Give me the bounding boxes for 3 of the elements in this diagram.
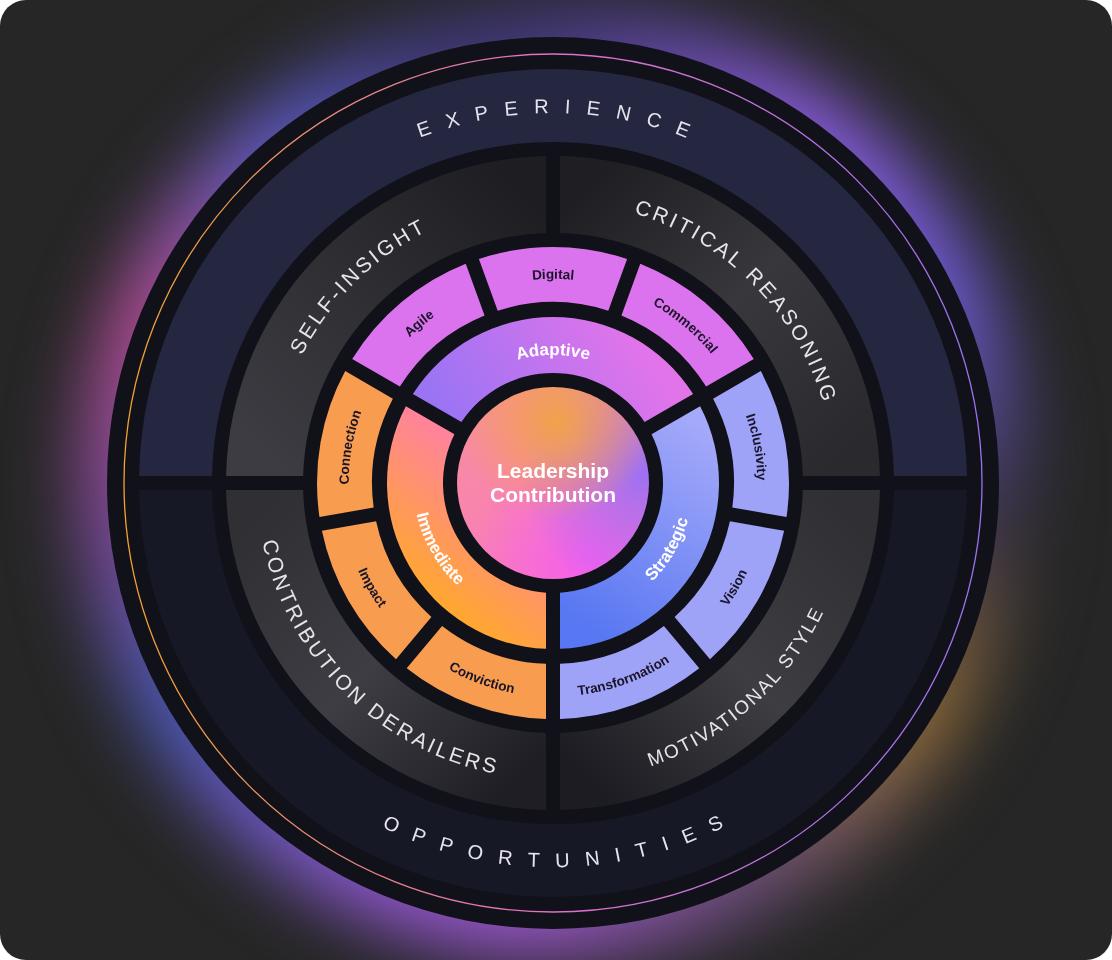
segment-label: Adaptive <box>514 339 593 364</box>
center-label: Leadership Contribution <box>489 459 617 507</box>
segment-label: Digital <box>531 266 575 283</box>
